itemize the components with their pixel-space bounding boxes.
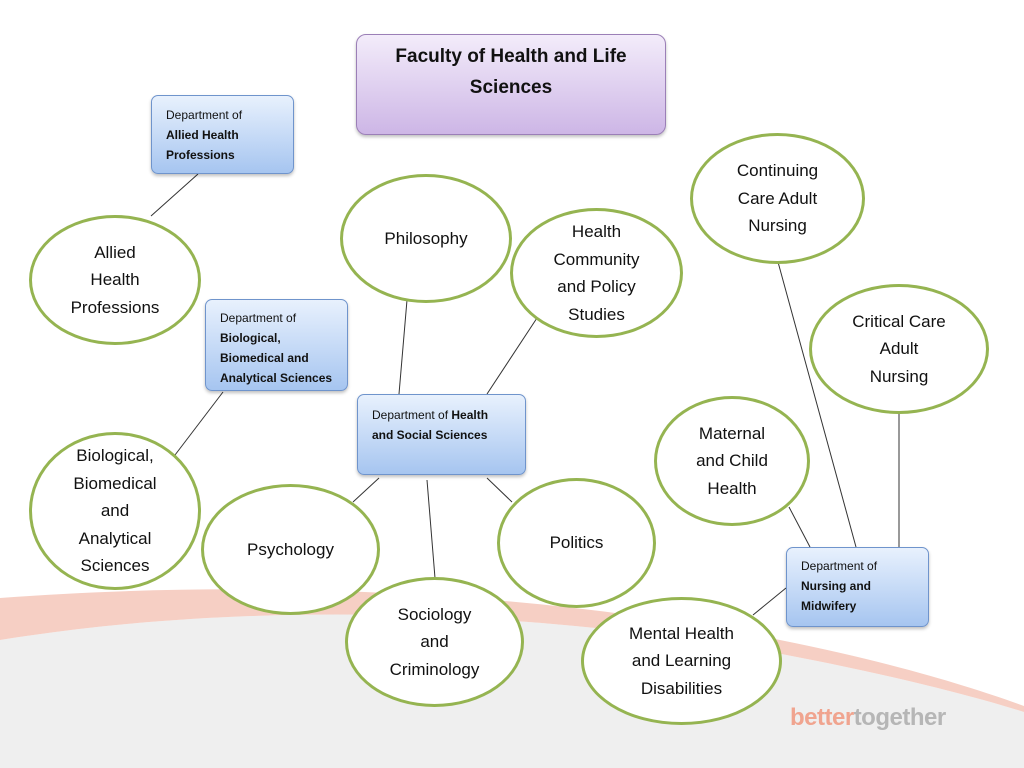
connector-health-community — [486, 317, 538, 395]
node-biological: Biological, Biomedical and Analytical Sc… — [29, 432, 201, 590]
node-text-line: Continuing — [736, 161, 819, 181]
node-mental-health: Mental Health and Learning Disabilities — [581, 597, 782, 725]
connector-philosophy — [398, 299, 408, 395]
node-text-line: Adult — [879, 339, 919, 359]
connector-biological — [174, 391, 224, 456]
logo-part-together: together — [853, 704, 947, 731]
dept-name-line: Biological, — [220, 331, 281, 345]
node-text-line: Professions — [70, 297, 160, 317]
node-text-line: Psychology — [247, 539, 334, 559]
node-text-line: Politics — [549, 533, 604, 553]
node-continuing-care: Continuing Care Adult Nursing — [690, 133, 865, 264]
node-text-line: Community — [553, 249, 640, 269]
node-text-line: Critical Care — [852, 311, 946, 331]
connector-mental-health — [752, 587, 787, 616]
dept-name-line: Nursing and — [801, 579, 872, 593]
node-text-line: Nursing — [869, 366, 929, 386]
node-critical-care: Critical Care Adult Nursing — [809, 284, 989, 414]
node-text-line: Maternal — [698, 423, 766, 443]
node-text-line: and Policy — [557, 277, 636, 296]
dept-label: Department of — [166, 108, 243, 122]
node-maternal-child: Maternal and Child Health — [654, 396, 810, 526]
dept-name-line: Allied Health — [166, 128, 239, 142]
node-text-line: and Child — [696, 451, 768, 471]
connector-maternal — [788, 506, 811, 548]
node-text-line: Biological, — [76, 446, 154, 466]
node-health-community: Health Community and Policy Studies — [510, 208, 683, 338]
dept-name-line: Midwifery — [801, 599, 857, 613]
node-politics: Politics — [497, 478, 656, 608]
dept-nursing-box: Department of Nursing and Midwifery — [786, 547, 929, 627]
node-text-line: Sciences — [80, 556, 150, 576]
node-philosophy: Philosophy — [340, 174, 512, 303]
faculty-title-line2: Sciences — [469, 77, 553, 98]
logo-part-better: better — [790, 704, 854, 731]
node-text-line: Health — [90, 270, 140, 290]
node-text-line: Sociology — [397, 604, 472, 624]
node-text-line: Mental Health — [629, 623, 734, 643]
node-text-line: Health — [571, 222, 622, 241]
connector-lines — [150, 173, 900, 616]
node-text-line: Biomedical — [73, 473, 157, 493]
dept-name-line: Professions — [166, 148, 235, 162]
connector-politics — [486, 477, 513, 503]
faculty-title-line1: Faculty of Health and Life — [395, 46, 627, 67]
dept-name-line: Biomedical and — [220, 351, 309, 365]
bettertogether-logo: bettertogether — [790, 704, 946, 732]
dept-label: Department of — [372, 408, 452, 422]
node-text-line: Studies — [568, 304, 625, 324]
node-sociology: Sociology and Criminology — [345, 577, 524, 707]
connector-sociology — [426, 479, 436, 579]
dept-name-line: Analytical Sciences — [220, 371, 333, 385]
node-text-line: Criminology — [389, 659, 480, 679]
dept-health-social-box: Department of Health and Social Sciences — [357, 394, 526, 475]
node-psychology: Psychology — [201, 484, 380, 615]
dept-label: Department of — [801, 559, 878, 573]
node-allied-health: Allied Health Professions — [29, 215, 201, 345]
node-text-line: Allied — [94, 242, 136, 262]
node-text-line: and — [100, 501, 130, 521]
node-text-line: Health — [707, 478, 757, 498]
dept-label: Department of — [220, 311, 297, 325]
faculty-title-box: Faculty of Health and Life Sciences — [356, 34, 666, 135]
node-text-line: and — [420, 632, 449, 652]
dept-name-line: Health — [451, 408, 489, 422]
node-text-line: Philosophy — [384, 228, 468, 248]
connector-continuing-care — [777, 261, 857, 548]
connector-allied — [150, 173, 199, 217]
node-text-line: Nursing — [748, 216, 807, 236]
dept-name-line: and Social Sciences — [372, 428, 488, 442]
node-text-line: Care Adult — [737, 188, 818, 208]
dept-allied-health-box: Department of Allied Health Professions — [151, 95, 294, 174]
node-text-line: Analytical — [78, 528, 152, 548]
connector-psychology — [352, 477, 380, 503]
node-text-line: and Learning — [631, 651, 732, 671]
dept-biological-box: Department of Biological, Biomedical and… — [205, 299, 348, 391]
node-text-line: Disabilities — [640, 678, 723, 698]
